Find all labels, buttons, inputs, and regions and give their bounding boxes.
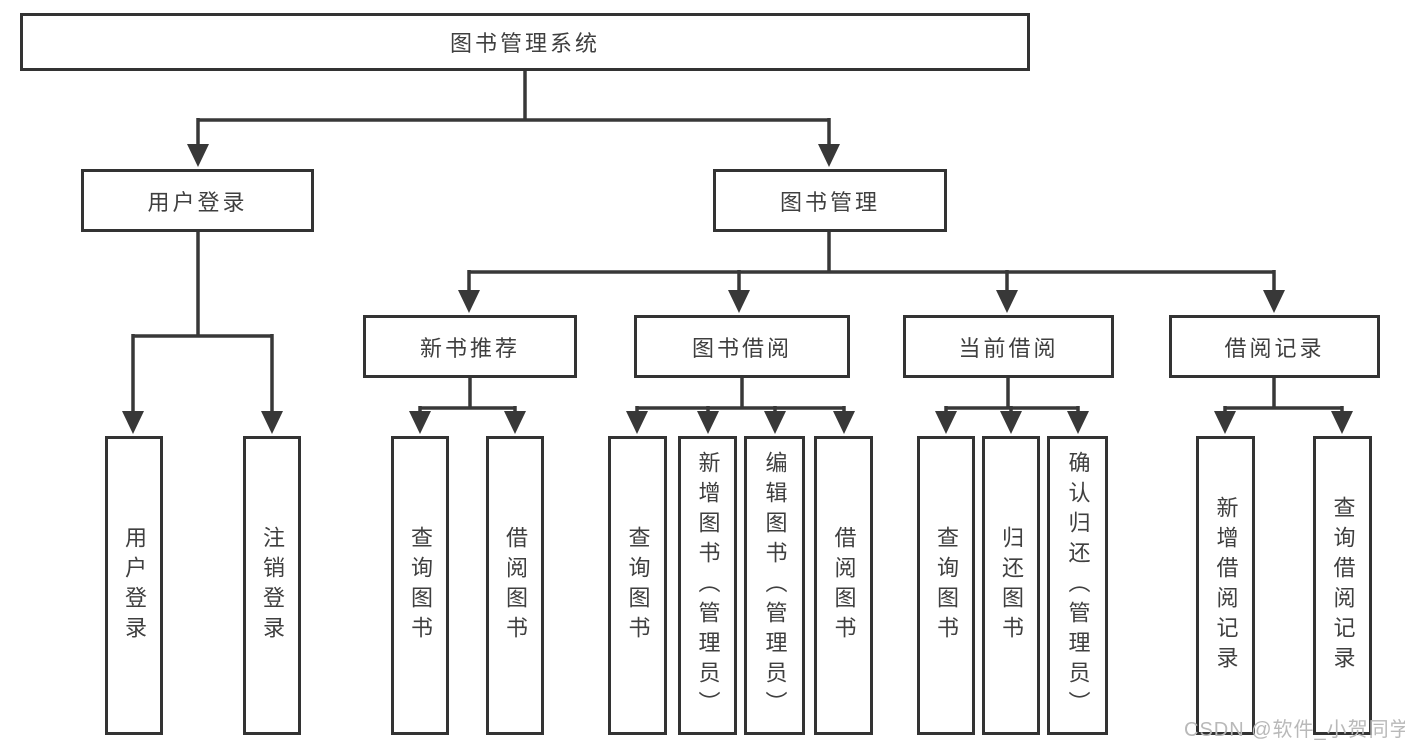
node-label: 图书管理 xyxy=(779,189,880,215)
node-new-book-recommendation: 新书推荐 xyxy=(363,315,577,378)
node-root-library-management-system: 图书管理系统 xyxy=(20,13,1030,71)
node-borrowing-records: 借阅记录 xyxy=(1169,315,1380,378)
node-label: 图书借阅 xyxy=(691,335,792,361)
leaf-query-books-recommendation: 查询图书 xyxy=(391,436,449,735)
leaf-edit-books-admin: 编辑图书（管理员） xyxy=(744,436,805,735)
node-label: 查询图书 xyxy=(408,525,433,646)
leaf-borrow-books: 借阅图书 xyxy=(814,436,873,735)
leaf-query-books-current: 查询图书 xyxy=(917,436,975,735)
leaf-confirm-return-admin: 确认归还（管理员） xyxy=(1047,436,1108,735)
node-label: 借阅图书 xyxy=(503,525,528,646)
node-user-login: 用户登录 xyxy=(81,169,314,232)
node-label: 用户登录 xyxy=(147,189,248,215)
leaf-return-books: 归还图书 xyxy=(982,436,1040,735)
node-label: 查询图书 xyxy=(625,525,651,646)
node-label: 新书推荐 xyxy=(419,335,520,361)
leaf-query-books-borrowing: 查询图书 xyxy=(608,436,667,735)
node-label: 借阅记录 xyxy=(1224,335,1325,361)
leaf-add-books-admin: 新增图书（管理员） xyxy=(678,436,737,735)
node-label: 查询图书 xyxy=(934,525,959,646)
node-label: 查询借阅记录 xyxy=(1330,495,1356,676)
leaf-user-login: 用户登录 xyxy=(105,436,163,735)
node-label: 图书管理系统 xyxy=(449,31,600,56)
csdn-watermark: CSDN @软件_小贺同学 xyxy=(1184,719,1405,741)
node-label: 借阅图书 xyxy=(831,525,857,646)
node-current-borrowing: 当前借阅 xyxy=(903,315,1114,378)
leaf-borrow-books-recommendation: 借阅图书 xyxy=(486,436,544,735)
leaf-logout: 注销登录 xyxy=(243,436,301,735)
node-book-management: 图书管理 xyxy=(713,169,947,232)
node-label: 归还图书 xyxy=(999,525,1024,646)
node-label: 新增借阅记录 xyxy=(1213,495,1239,676)
node-book-borrowing: 图书借阅 xyxy=(634,315,850,378)
node-label: 新增图书（管理员） xyxy=(695,450,721,721)
leaf-add-borrow-record: 新增借阅记录 xyxy=(1196,436,1255,735)
node-label: 编辑图书（管理员） xyxy=(762,450,788,721)
node-label: 用户登录 xyxy=(122,525,147,646)
node-label: 注销登录 xyxy=(260,525,285,646)
node-label: 当前借阅 xyxy=(958,335,1059,361)
node-label: 确认归还（管理员） xyxy=(1065,450,1091,721)
leaf-query-borrow-record: 查询借阅记录 xyxy=(1313,436,1372,735)
